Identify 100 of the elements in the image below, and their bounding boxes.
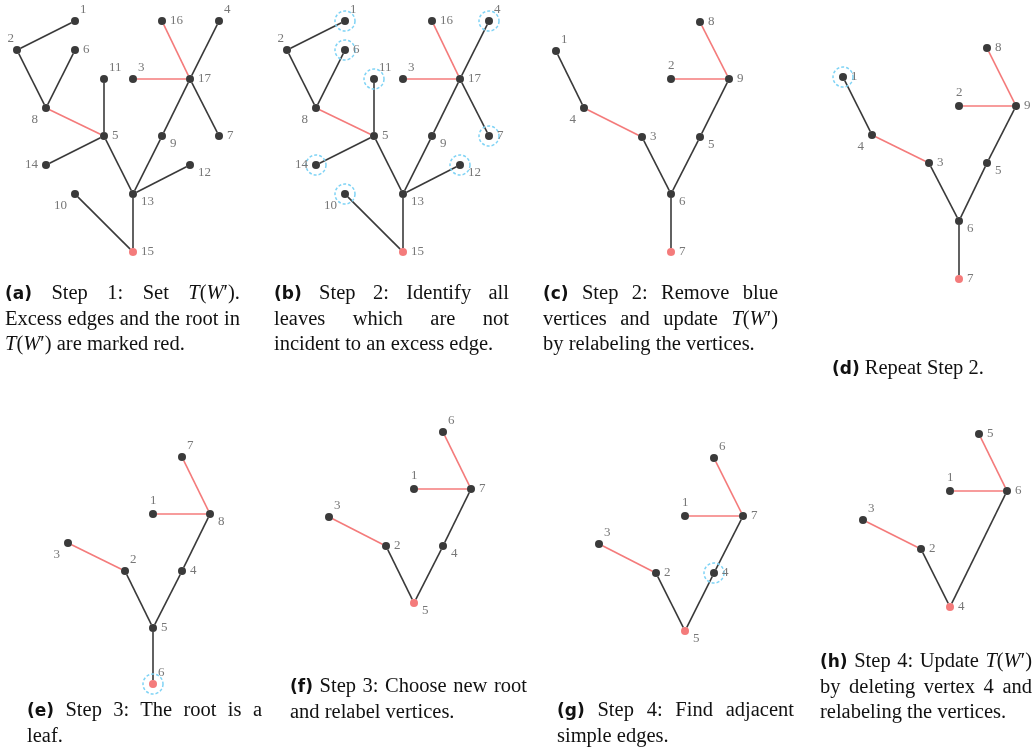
vertex-number: 2 xyxy=(130,552,137,566)
vertex-dot xyxy=(983,159,991,167)
tree-edge xyxy=(288,52,315,106)
vertex-dot xyxy=(312,104,320,112)
vertex-dot xyxy=(158,132,166,140)
vertex-dot xyxy=(859,516,867,524)
vertex-dot xyxy=(121,567,129,575)
vertex-dot xyxy=(149,510,157,518)
tree-edge xyxy=(132,197,134,249)
tree-edge xyxy=(404,138,431,192)
vertex-dot xyxy=(955,217,963,225)
tree-edge xyxy=(556,53,584,106)
tree-edge xyxy=(70,543,123,571)
vertex-number: 5 xyxy=(112,128,119,142)
vertex-number: 3 xyxy=(138,60,145,74)
vertex-number: 2 xyxy=(277,31,284,45)
vertex-number: 3 xyxy=(650,129,657,143)
vertex-number: 11 xyxy=(379,60,392,74)
vertex-number: 8 xyxy=(301,112,308,126)
tree-edge xyxy=(48,137,102,164)
vertex-dot xyxy=(681,627,689,635)
vertex-dot xyxy=(667,248,675,256)
vertex-number: 1 xyxy=(851,69,858,83)
vertex-dot xyxy=(215,17,223,25)
tree-edge xyxy=(317,52,344,106)
tree-edge xyxy=(715,460,742,514)
vertex-number: 2 xyxy=(929,541,936,555)
tree-edge xyxy=(417,488,468,490)
vertex-number: 1 xyxy=(350,2,357,16)
vertex-number: 6 xyxy=(448,413,455,427)
tree-edge xyxy=(191,23,218,77)
vertex-dot xyxy=(186,75,194,83)
vertex-number: 6 xyxy=(679,194,686,208)
vertex-number: 8 xyxy=(708,14,715,28)
tree-edge xyxy=(443,434,471,487)
tree-edge xyxy=(162,81,190,134)
vertex-dot xyxy=(341,190,349,198)
tree-edge xyxy=(688,515,740,517)
vertex-dot xyxy=(341,46,349,54)
vertex-number: 10 xyxy=(324,198,337,212)
vertex-number: 1 xyxy=(150,493,157,507)
vertex-number: 3 xyxy=(334,498,341,512)
vertex-dot xyxy=(428,17,436,25)
tree-edge xyxy=(415,548,442,601)
tree-edge xyxy=(962,105,1013,107)
vertex-dot xyxy=(839,73,847,81)
vertex-number: 6 xyxy=(83,42,90,56)
vertex-dot xyxy=(71,46,79,54)
vertex-number: 5 xyxy=(382,128,389,142)
vertex-number: 8 xyxy=(995,40,1002,54)
vertex-number: 16 xyxy=(440,13,453,27)
vertex-dot xyxy=(312,161,320,169)
tree-edge xyxy=(930,165,958,219)
vertex-number: 9 xyxy=(1024,98,1031,112)
vertex-dot xyxy=(215,132,223,140)
tree-edge xyxy=(156,513,207,515)
vertex-number: 3 xyxy=(868,501,875,515)
vertex-dot xyxy=(983,44,991,52)
vertex-dot xyxy=(71,17,79,25)
vertex-dot xyxy=(485,132,493,140)
tree-edge xyxy=(154,573,181,626)
tree-edge xyxy=(373,82,375,133)
subfigure-caption: (h) Step 4: Update T(W′) by deleting vertex 4 and relabeling the vertices. xyxy=(820,648,1032,724)
tree-edge xyxy=(979,436,1007,489)
vertex-number: 17 xyxy=(198,71,211,85)
tree-edge xyxy=(686,575,713,629)
vertex-dot xyxy=(399,190,407,198)
vertex-number: 13 xyxy=(411,194,424,208)
tree-edge xyxy=(152,631,154,681)
vertex-number: 16 xyxy=(170,13,183,27)
subfigure-caption: (b) Step 2: Identify all leaves which are not incident to an excess edge. xyxy=(274,280,509,356)
vertex-number: 5 xyxy=(693,631,700,645)
tree-edge xyxy=(922,551,949,605)
subfigure-caption: (c) Step 2: Remove blue vertices and update T(W′) by relabeling the vertices. xyxy=(543,280,778,356)
tree-edge xyxy=(959,165,987,219)
vertex-dot xyxy=(410,485,418,493)
tree-edge xyxy=(47,52,74,106)
vertex-number: 3 xyxy=(408,60,415,74)
vertex-dot xyxy=(129,190,137,198)
vertex-number: 9 xyxy=(737,71,744,85)
subfigure-caption: (f) Step 3: Choose new root and relabel vertices. xyxy=(290,673,527,724)
vertex-number: 4 xyxy=(224,2,231,16)
tree-edge xyxy=(103,82,105,133)
tree-edge xyxy=(643,139,670,192)
vertex-number: 6 xyxy=(353,42,360,56)
vertex-dot xyxy=(178,453,186,461)
vertex-number: 14 xyxy=(295,157,308,171)
vertex-dot xyxy=(370,132,378,140)
tree-edge xyxy=(950,493,1007,605)
vertex-dot xyxy=(149,680,157,688)
vertex-dot xyxy=(341,17,349,25)
tree-edge xyxy=(988,108,1015,161)
vertex-dot xyxy=(595,540,603,548)
tree-edge xyxy=(134,138,161,192)
vertex-dot xyxy=(149,624,157,632)
vertex-dot xyxy=(955,102,963,110)
vertex-number: 4 xyxy=(190,563,197,577)
vertex-dot xyxy=(710,454,718,462)
tree-edge xyxy=(289,22,343,49)
vertex-dot xyxy=(42,104,50,112)
